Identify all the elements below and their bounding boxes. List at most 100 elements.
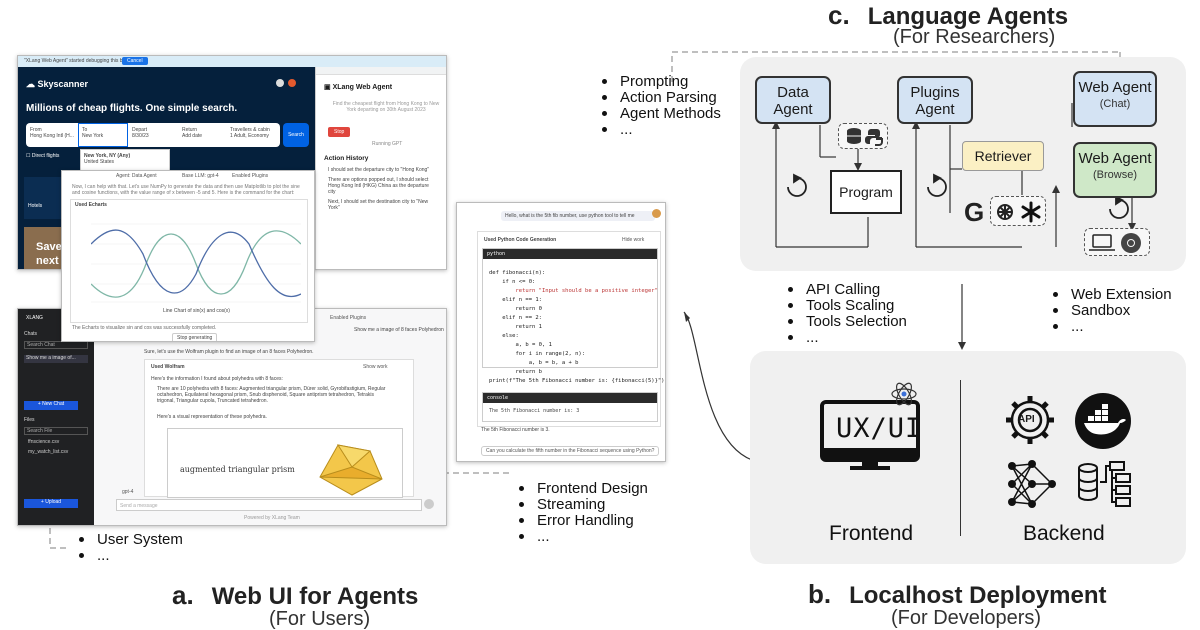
atom-icon	[891, 382, 917, 406]
chat-list-item[interactable]: Show me a image of...	[24, 355, 88, 363]
used-wolfram-label: Used Wolfram	[151, 364, 185, 370]
stop-button[interactable]: Stop	[328, 127, 351, 137]
ux-ui-label: UX/UI	[836, 413, 923, 444]
debug-banner: "XLang Web Agent" started debugging this…	[18, 56, 446, 67]
suggestion-chip[interactable]: Can you calculate the fifth number in th…	[481, 446, 660, 456]
cancel-debug-button[interactable]: Cancel	[122, 57, 148, 65]
code-line: elif n == 1:	[489, 297, 542, 303]
plot-footer: The Echarts to visualize sin and cos was…	[72, 325, 217, 331]
destination-suggestion[interactable]: New York, NY (Any) United States	[80, 149, 170, 173]
code-lines: def fibonacci(n): if n <= 0: return "Inp…	[489, 269, 665, 386]
bullet-item: Streaming	[515, 497, 648, 513]
debug-banner-text: "XLang Web Agent" started debugging this…	[24, 58, 138, 64]
frontend-label: Frontend	[829, 522, 914, 545]
chrome-icon	[1121, 233, 1141, 253]
bullet-item: ...	[598, 122, 721, 138]
web-ui-title: a.Web UI for Agents	[172, 580, 419, 610]
bullet-item: ...	[75, 548, 183, 564]
model-selector[interactable]: gpt-4	[122, 489, 134, 495]
skyscanner-logo: ☁ Skyscanner	[26, 79, 89, 89]
skyscanner-headline: Millions of cheap flights. One simple se…	[26, 103, 238, 114]
monitor-icon	[820, 382, 920, 470]
bullet-item: API Calling	[784, 282, 907, 298]
search-file-input[interactable]: Search File	[24, 427, 88, 435]
devtools-tabs	[316, 67, 446, 75]
web-agent-extension: ▣ XLang Web Agent Find the cheapest flig…	[315, 67, 446, 269]
send-icon[interactable]	[424, 499, 434, 509]
code-line: return b	[489, 369, 542, 375]
web-agent-chat-box: Web Agent (Chat)	[1073, 71, 1157, 127]
neural-network-icon	[1008, 460, 1056, 508]
hotels-tile[interactable]: Hotels	[24, 177, 66, 219]
running-status: Running GPT	[372, 141, 403, 147]
enabled-plugins-label: Enabled Plugins	[330, 315, 367, 321]
code-block: python def fibonacci(n): if n <= 0: retu…	[482, 248, 665, 384]
polyhedron-image: augmented triangular prism	[167, 428, 403, 498]
chats-label: Chats	[24, 331, 38, 337]
bullet-item: Web Extension	[1049, 287, 1172, 303]
stop-generating-button[interactable]: Stop generating	[172, 333, 218, 341]
localhost-subtitle: (For Developers)	[891, 607, 1042, 629]
agent-selector[interactable]: Agent: Data Agent	[116, 173, 157, 179]
refresh-icon	[787, 173, 1129, 219]
database-schema-icon	[1078, 461, 1131, 507]
code-line: return "Input should be a positive integ…	[489, 288, 658, 294]
data-agent-box: Data Agent	[755, 76, 831, 124]
code-line: a, b = b, a + b	[489, 360, 579, 366]
database-icon	[847, 128, 861, 144]
files-label: Files	[24, 417, 35, 423]
chat-main: Enabled Plugins Show me a image of 8 fac…	[94, 309, 446, 525]
assistant-intro: Sure, let's use the Wolfram plugin to fi…	[144, 349, 314, 355]
agent-flow-arrows	[772, 103, 1136, 248]
action-item: Next, I should set the destination city …	[328, 199, 429, 211]
python-icon	[865, 129, 883, 146]
localhost-title: b.Localhost Deployment	[808, 579, 1107, 609]
search-chat-input[interactable]: Search Chat	[24, 341, 88, 349]
message-input[interactable]: Send a message	[116, 499, 422, 511]
polyhedra-list: There are 10 polyhedra with 8 faces: Aug…	[157, 386, 386, 404]
powered-by: Powered by XLang Team	[244, 515, 300, 521]
show-work-toggle[interactable]: Show work	[363, 364, 388, 370]
sin-line	[91, 230, 301, 298]
laptop-icon	[1089, 234, 1115, 251]
file-item[interactable]: ffnscience.csv	[28, 439, 60, 445]
direct-flights-checkbox[interactable]: ☐ Direct flights	[26, 153, 60, 159]
plugins-selector[interactable]: Enabled Plugins	[232, 173, 269, 179]
llm-selector[interactable]: Base LLM: gpt-4	[182, 173, 219, 179]
file-item[interactable]: my_watch_list.csv	[28, 449, 69, 455]
account-icon[interactable]	[288, 79, 296, 87]
hide-work-toggle[interactable]: Hide work	[622, 237, 645, 243]
used-python-label: Used Python Code Generation	[484, 237, 557, 243]
console-output: The 5th Fibonacci number is: 3	[489, 408, 580, 414]
plot-prompt: Now, I can help with that. Let's use Num…	[72, 184, 300, 196]
code-line: else:	[489, 333, 519, 339]
info-line: Here's the information I found about pol…	[151, 376, 283, 382]
shape-caption: augmented triangular prism	[180, 465, 295, 474]
cos-line	[91, 229, 301, 298]
prompting-bullets: Prompting Action Parsing Agent Methods .…	[598, 74, 721, 138]
action-history-title: Action History	[324, 155, 369, 162]
upload-button[interactable]: + Upload	[24, 499, 78, 508]
code-lang-label: python	[483, 249, 657, 259]
bullet-item: Sandbox	[1049, 303, 1172, 319]
new-chat-button[interactable]: + New Chat	[24, 401, 78, 410]
bullet-item: ...	[784, 330, 907, 346]
bullet-item: ...	[1049, 319, 1172, 335]
help-icon[interactable]	[276, 79, 284, 87]
web-agent-browse-box: Web Agent (Browse)	[1073, 142, 1157, 198]
python-chat-screenshot: Hello, what is the 5th fib number, use p…	[456, 202, 666, 462]
docker-icon	[1075, 393, 1131, 449]
xlang-logo: XLANG	[26, 315, 43, 321]
action-item: I should set the departure city to "Hong…	[328, 167, 430, 173]
search-button[interactable]: Search	[283, 123, 309, 147]
user-message: Show me a image of 8 faces Polyhedron	[354, 327, 444, 333]
bullet-item: Frontend Design	[515, 481, 648, 497]
google-icon: G	[964, 197, 985, 227]
api-gear-icon	[1006, 396, 1054, 444]
